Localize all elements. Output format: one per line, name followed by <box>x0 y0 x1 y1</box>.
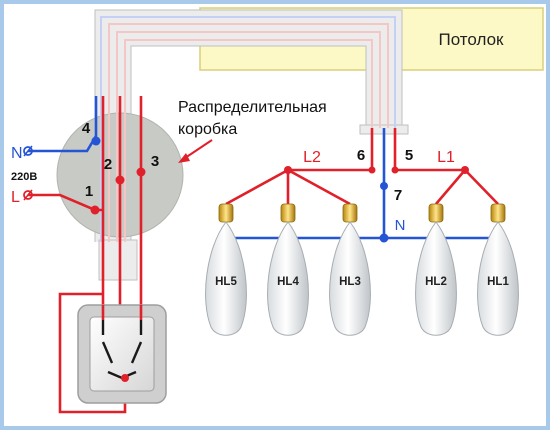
junction-box-label-line1: Распределительная <box>178 99 327 116</box>
ceiling-wire-extra <box>124 39 373 242</box>
ceiling-wire-l1 <box>108 23 389 242</box>
terminal-5-dot <box>391 166 399 174</box>
box-phase-wires <box>101 96 143 320</box>
group-neutral-label: N <box>395 217 406 234</box>
box-neutral-wire <box>28 96 98 153</box>
terminal-7-label: 7 <box>394 187 402 204</box>
neutral-node-dot <box>379 233 389 243</box>
l1-split-dot <box>461 166 469 174</box>
terminal-1-dot <box>90 205 100 215</box>
lamp-label: HL5 <box>215 276 237 288</box>
l1-branches <box>435 169 499 205</box>
l2-split-dot <box>284 166 292 174</box>
lamp-label: HL4 <box>277 276 299 288</box>
supply-neutral-label: N <box>11 145 23 162</box>
terminal-3-dot <box>136 167 146 177</box>
group-l2-label: L2 <box>303 149 321 166</box>
supply-l-terminal <box>23 190 33 200</box>
lamp-hl1: HL1 <box>477 203 519 336</box>
supply-n-terminal <box>23 146 33 156</box>
ceiling-label: Потолок <box>439 30 505 49</box>
ceiling-wire-l2 <box>116 31 381 242</box>
lamp-label: HL1 <box>487 276 509 288</box>
terminal-4-label: 4 <box>82 120 91 137</box>
lamp-hl3: HL3 <box>329 203 371 336</box>
supply-voltage-label: 220В <box>11 171 37 183</box>
ceiling-wire-n <box>100 16 396 242</box>
switch-common-dot <box>121 374 129 382</box>
terminal-6-label: 6 <box>357 147 365 164</box>
conduit-lower <box>98 239 138 281</box>
terminal-5-label: 5 <box>405 147 413 164</box>
terminal-7-dot <box>380 182 388 190</box>
lamp-hl2: HL2 <box>415 203 457 336</box>
terminal-1-label: 1 <box>85 183 93 200</box>
lamp-label: HL3 <box>339 276 361 288</box>
terminal-6-dot <box>368 166 376 174</box>
supply-line-label: L <box>11 189 20 206</box>
lamp-label: HL2 <box>425 276 447 288</box>
terminal-3-label: 3 <box>151 153 159 170</box>
switch-body <box>89 316 155 392</box>
l2-branches <box>225 168 351 206</box>
terminal-4-dot <box>91 136 101 146</box>
lamp-hl5: HL5 <box>205 203 247 336</box>
junction-box-label-line2: коробка <box>178 121 237 138</box>
terminal-2-dot <box>115 175 125 185</box>
group-l1-label: L1 <box>437 149 455 166</box>
lamp-hl4: HL4 <box>267 203 309 336</box>
terminal-2-label: 2 <box>104 156 112 173</box>
